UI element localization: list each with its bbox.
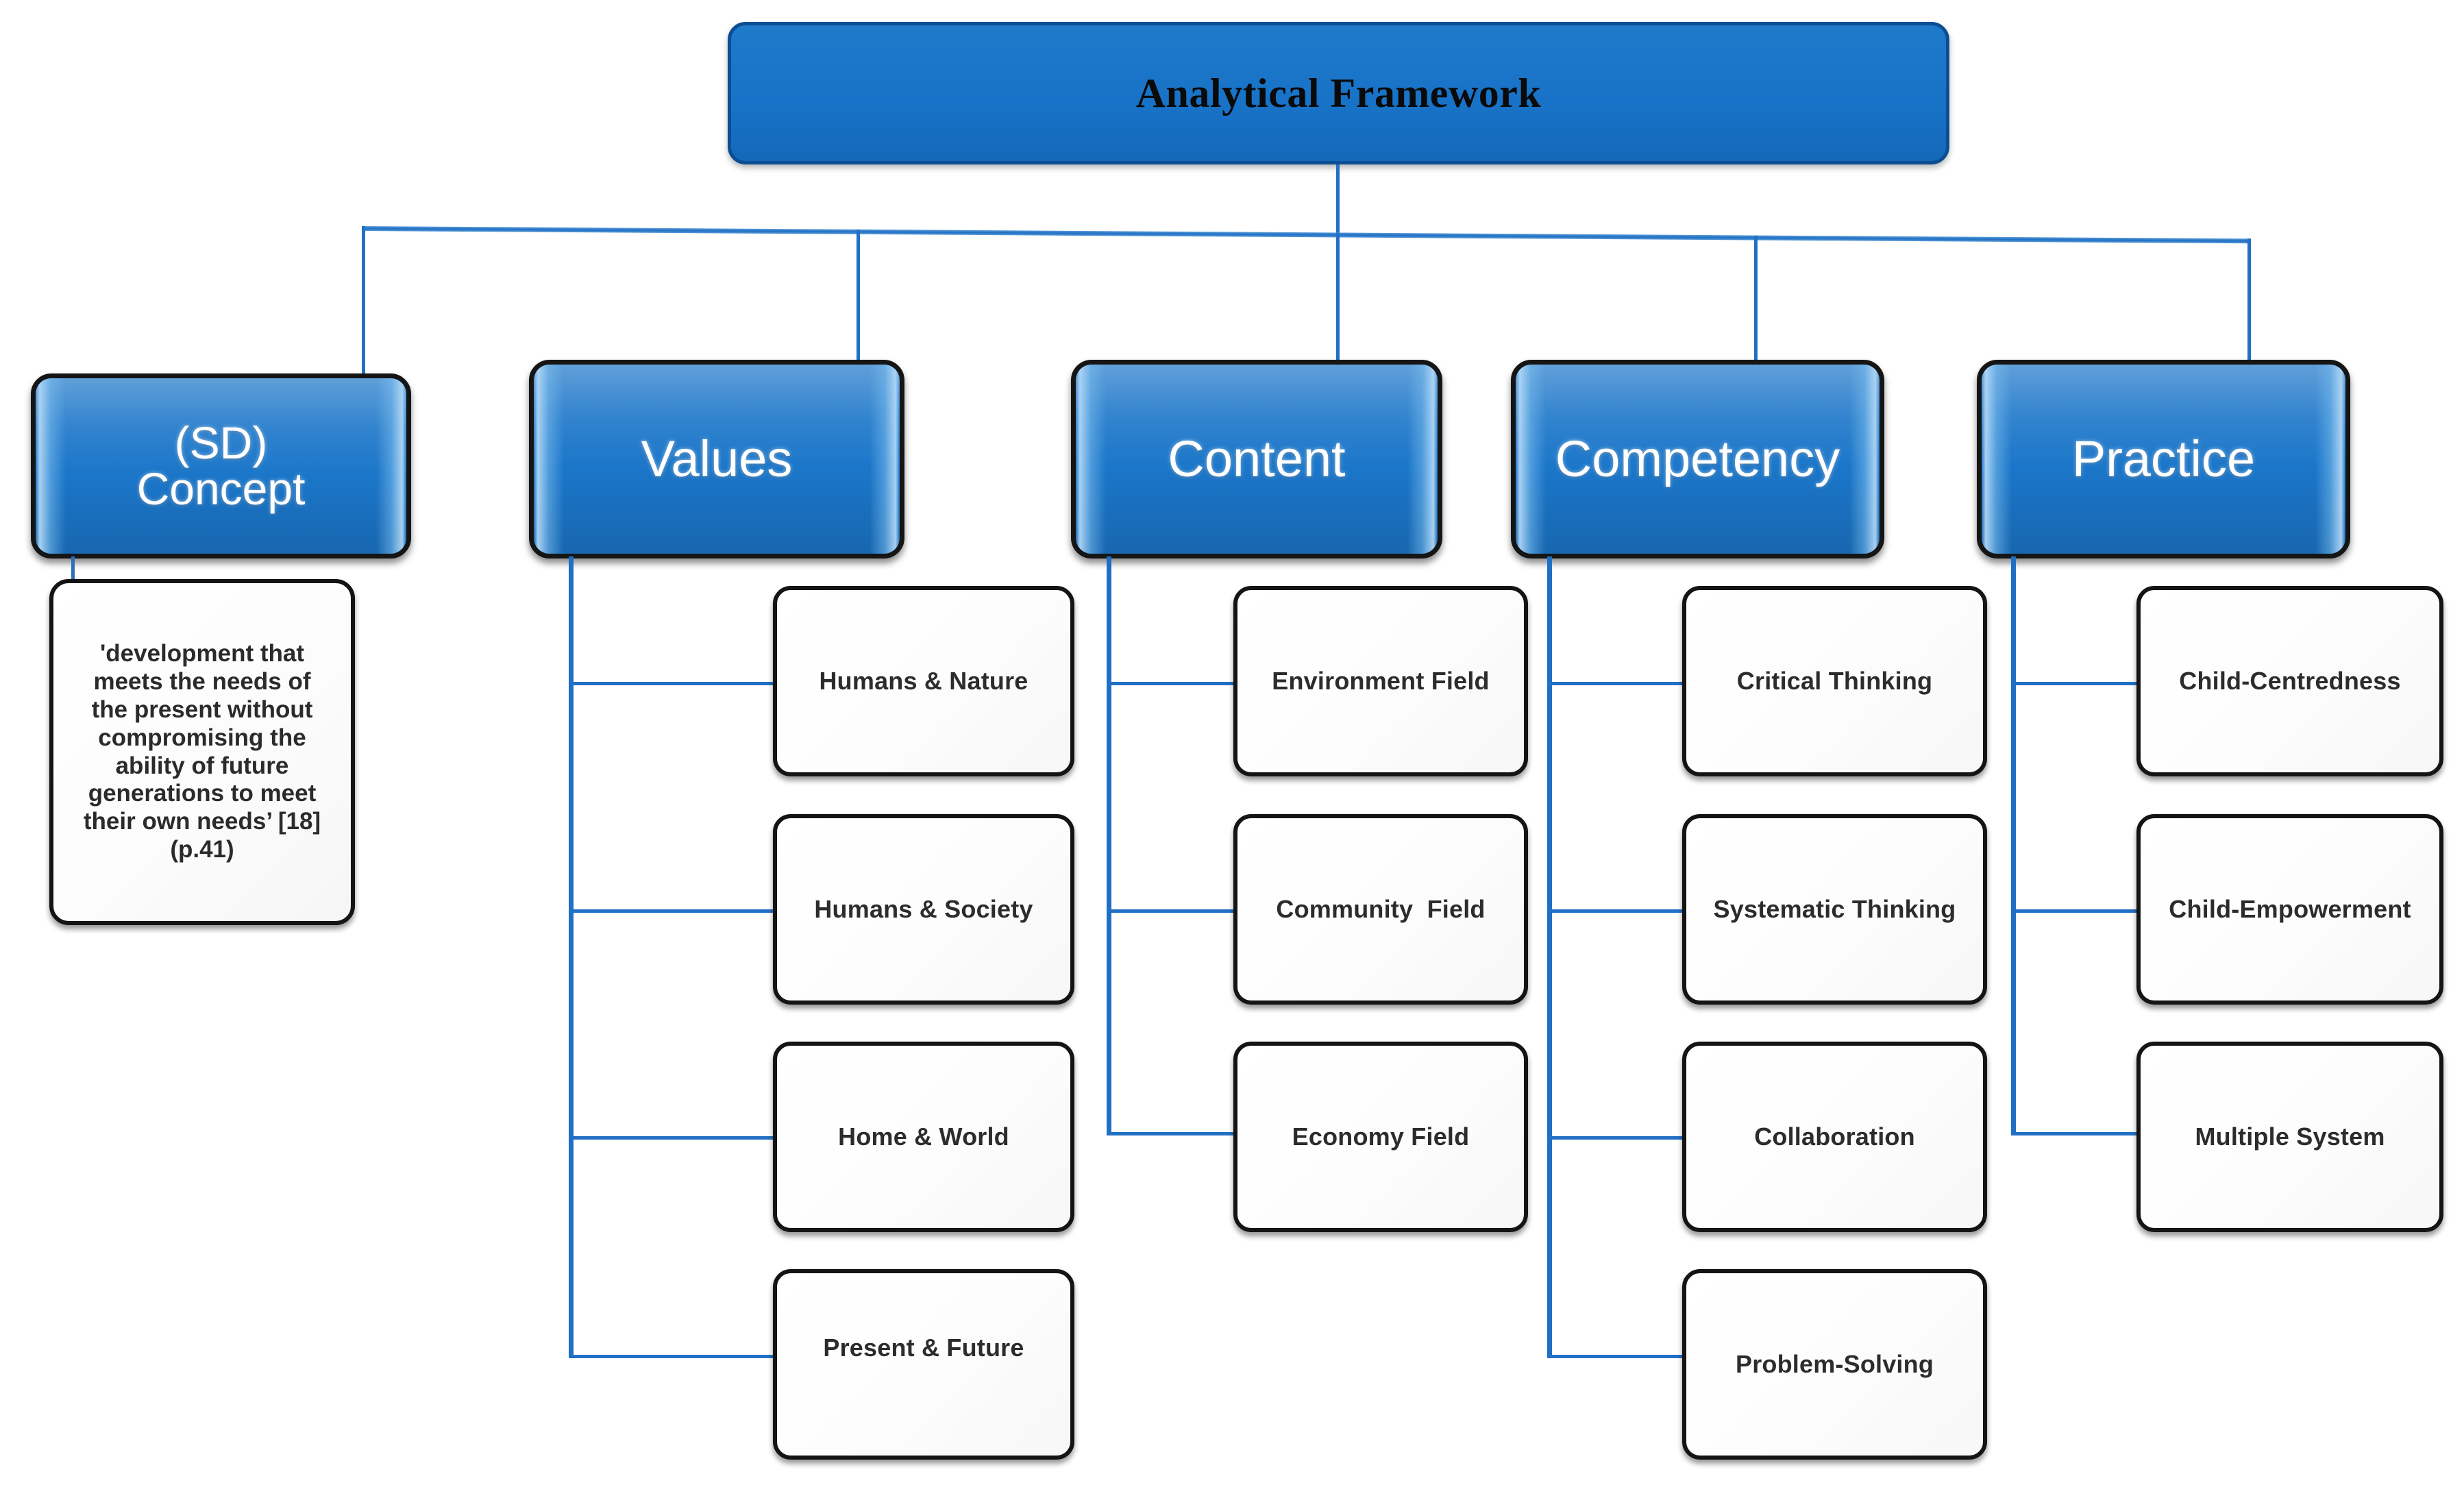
node-values[interactable]: Values: [529, 360, 904, 558]
leaf-label: Critical Thinking: [1736, 667, 1933, 695]
values-spine-connector: [569, 556, 574, 1358]
node-practice-label: Practice: [2071, 430, 2256, 488]
leaf-economy-field[interactable]: Economy Field: [1233, 1042, 1528, 1232]
leaf-label: Multiple System: [2195, 1122, 2385, 1151]
leaf-humans-and-nature[interactable]: Humans & Nature: [773, 586, 1074, 776]
sd-definition-box: 'development that meets the needs of the…: [49, 579, 355, 925]
leaf-label: Systematic Thinking: [1713, 895, 1956, 923]
leaf-home-and-world[interactable]: Home & World: [773, 1042, 1074, 1232]
leaf-problem-solving[interactable]: Problem-Solving: [1682, 1269, 1987, 1460]
sd-to-definition-connector: [71, 556, 75, 584]
node-practice[interactable]: Practice: [1977, 360, 2350, 558]
node-sd-concept-label: (SD) Concept: [136, 417, 306, 514]
node-content-label: Content: [1168, 430, 1346, 488]
values-branch-2: [569, 909, 774, 913]
content-spine-connector: [1107, 556, 1111, 1135]
leaf-label: Home & World: [838, 1122, 1009, 1151]
leaf-humans-and-society[interactable]: Humans & Society: [773, 814, 1074, 1005]
leaf-critical-thinking[interactable]: Critical Thinking: [1682, 586, 1987, 776]
content-branch-3: [1107, 1132, 1237, 1135]
leaf-label: Present & Future: [823, 1334, 1024, 1362]
drop-connector-sd: [362, 226, 365, 373]
values-branch-3: [569, 1136, 774, 1140]
practice-branch-3: [2011, 1132, 2138, 1135]
drop-connector-content: [1336, 233, 1340, 373]
leaf-multiple-system[interactable]: Multiple System: [2136, 1042, 2443, 1232]
leaf-label: Humans & Society: [814, 895, 1033, 923]
leaf-present-and-future[interactable]: Present & Future: [773, 1269, 1074, 1460]
leaf-systematic-thinking[interactable]: Systematic Thinking: [1682, 814, 1987, 1005]
leaf-environment-field[interactable]: Environment Field: [1233, 586, 1528, 776]
node-competency[interactable]: Competency: [1511, 360, 1884, 558]
drop-connector-practice: [2247, 238, 2251, 373]
competency-branch-2: [1547, 909, 1684, 913]
practice-branch-2: [2011, 909, 2138, 913]
leaf-label: Collaboration: [1754, 1122, 1915, 1151]
node-competency-label: Competency: [1555, 430, 1840, 488]
leaf-child-empowerment[interactable]: Child-Empowerment: [2136, 814, 2443, 1005]
leaf-label: Economy Field: [1292, 1122, 1470, 1151]
content-branch-1: [1107, 682, 1237, 685]
competency-branch-1: [1547, 682, 1684, 685]
root-stem-connector: [1336, 164, 1340, 243]
node-values-label: Values: [641, 430, 793, 488]
drop-connector-competency: [1754, 236, 1758, 373]
content-branch-2: [1107, 909, 1237, 913]
values-branch-4: [569, 1355, 774, 1358]
root-node-label: Analytical Framework: [1135, 71, 1542, 116]
node-content[interactable]: Content: [1071, 360, 1442, 558]
practice-spine-connector: [2011, 556, 2016, 1135]
values-branch-1: [569, 682, 774, 685]
competency-spine-connector: [1547, 556, 1552, 1358]
leaf-label: Child-Centredness: [2179, 667, 2401, 695]
practice-branch-1: [2011, 682, 2138, 685]
sd-definition-text: 'development that meets the needs of the…: [83, 639, 321, 863]
competency-branch-3: [1547, 1136, 1684, 1140]
leaf-child-centredness[interactable]: Child-Centredness: [2136, 586, 2443, 776]
leaf-collaboration[interactable]: Collaboration: [1682, 1042, 1987, 1232]
leaf-label: Environment Field: [1272, 667, 1490, 695]
distribution-bus-connector: [361, 226, 2250, 244]
leaf-label: Community Field: [1276, 895, 1486, 923]
leaf-label: Problem-Solving: [1735, 1350, 1934, 1378]
leaf-label: Child-Empowerment: [2169, 895, 2411, 923]
competency-branch-4: [1547, 1355, 1684, 1358]
node-sd-concept[interactable]: (SD) Concept: [31, 373, 411, 558]
leaf-community-field[interactable]: Community Field: [1233, 814, 1528, 1005]
leaf-label: Humans & Nature: [819, 667, 1028, 695]
root-node-analytical-framework[interactable]: Analytical Framework: [728, 22, 1949, 164]
drop-connector-values: [857, 230, 860, 373]
